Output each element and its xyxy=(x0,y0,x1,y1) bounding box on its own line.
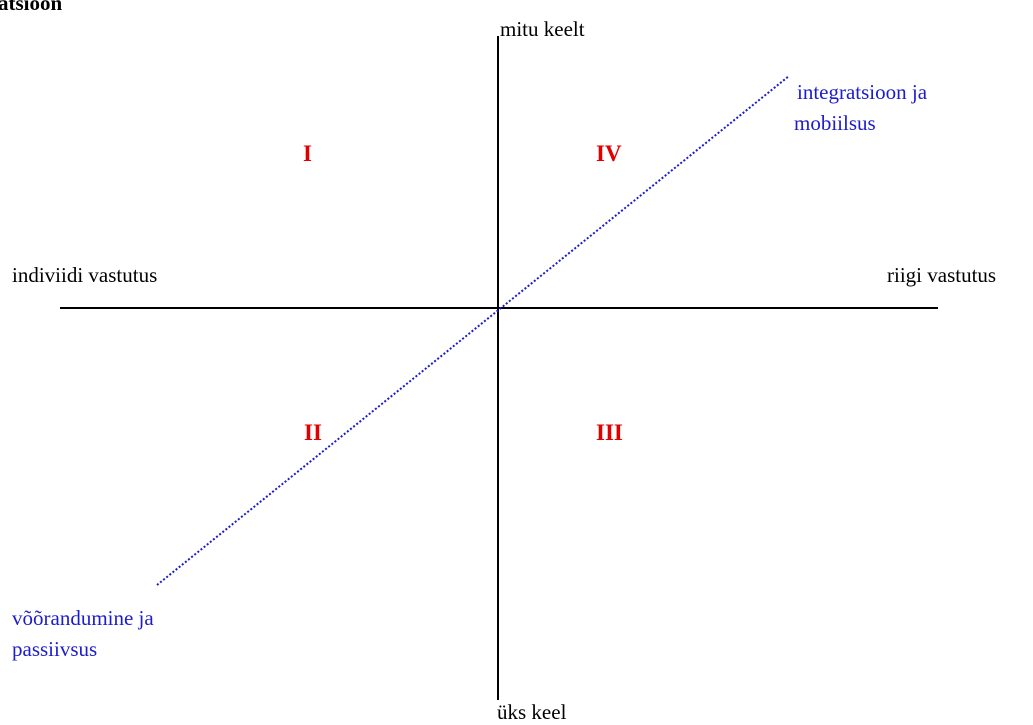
axis-label-bottom: üks keel xyxy=(497,700,567,724)
quadrant-label-i: I xyxy=(303,141,312,166)
axis-label-top: mitu keelt xyxy=(500,17,585,41)
axis-label-left: indiviidi vastutus xyxy=(12,263,158,287)
diagonal-label-lower-line1: võõrandumine ja xyxy=(12,606,154,630)
diagonal-label-upper-line2: mobiilsus xyxy=(794,111,876,135)
quadrant-label-iv: IV xyxy=(596,141,622,166)
diagonal-label-lower-line2: passiivsus xyxy=(12,637,98,661)
diagonal-label-upper-line1: integratsioon ja xyxy=(797,80,928,104)
quadrant-label-ii: II xyxy=(304,420,322,445)
quadrant-label-iii: III xyxy=(596,420,623,445)
diagonal-line xyxy=(156,75,790,586)
axis-label-right: riigi vastutus xyxy=(887,263,997,287)
heading-fragment: atsioon xyxy=(0,0,63,15)
